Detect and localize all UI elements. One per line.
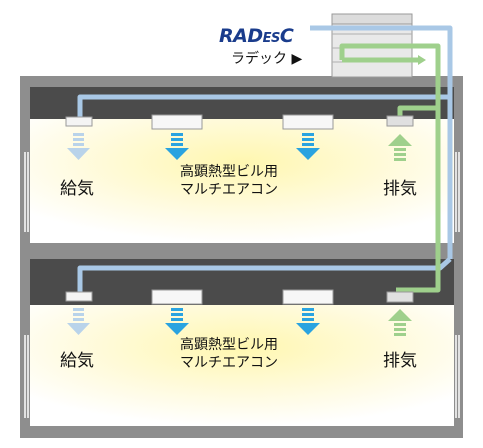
ac-airflow-arrow (296, 133, 320, 160)
product-label: ラデック ▶ (231, 51, 303, 67)
supply-duct (77, 25, 453, 293)
floor-1-supply-label: 給気 (60, 179, 94, 199)
floor-2-exhaust-label: 排気 (383, 351, 417, 371)
floor-2-ceiling-units (65, 289, 414, 305)
supply-air-arrow (67, 133, 90, 160)
ac-airflow-arrow (296, 308, 320, 335)
exhaust-duct (339, 43, 441, 297)
ac-airflow-arrow (165, 133, 189, 160)
floor-2-room (30, 305, 454, 426)
play-arrow-icon: ▶ (291, 51, 303, 67)
floor-1-ceiling (30, 87, 454, 119)
exhaust-air-arrow (388, 134, 412, 161)
floor-2-supply-label: 給気 (60, 351, 94, 371)
radesc-logo: RADESC (219, 25, 294, 47)
radesc-unit (331, 13, 413, 78)
ac-airflow-arrow (165, 308, 189, 335)
floor-1-ceiling-units (65, 114, 414, 130)
window-frames (24, 152, 460, 418)
floor-1-room (30, 119, 454, 243)
floor-1-unit-label: 高顕熱型ビル用 マルチエアコン (180, 164, 278, 198)
floor-2-unit-label: 高顕熱型ビル用 マルチエアコン (180, 337, 278, 371)
floor-slab (20, 243, 463, 259)
exhaust-air-arrow (388, 309, 412, 336)
floor-1-exhaust-label: 排気 (383, 179, 417, 199)
exhaust-outlet-arrow (418, 55, 426, 65)
supply-air-arrow (67, 308, 90, 335)
